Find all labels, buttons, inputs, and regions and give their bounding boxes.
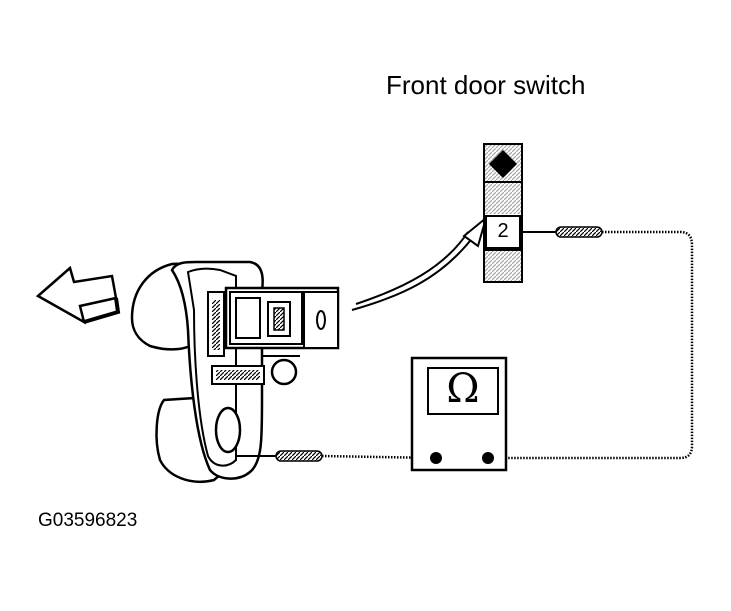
- ohm-icon: Ω: [446, 366, 480, 412]
- terminal-number: 2: [497, 220, 509, 242]
- ohmmeter: [410, 356, 508, 472]
- connector-key-icon: [489, 150, 517, 178]
- diagram-title: Front door switch: [386, 70, 586, 100]
- pointer-arrow-icon: [351, 215, 488, 311]
- test-leads: [321, 230, 694, 460]
- push-arrow-icon: [35, 265, 121, 325]
- meter-terminal-left: [430, 452, 442, 464]
- meter-terminal-right: [482, 452, 494, 464]
- probe-terminal: [520, 226, 603, 238]
- figure-id: G03596823: [38, 510, 138, 531]
- connector: [483, 143, 523, 283]
- door-switch-body: [130, 260, 340, 483]
